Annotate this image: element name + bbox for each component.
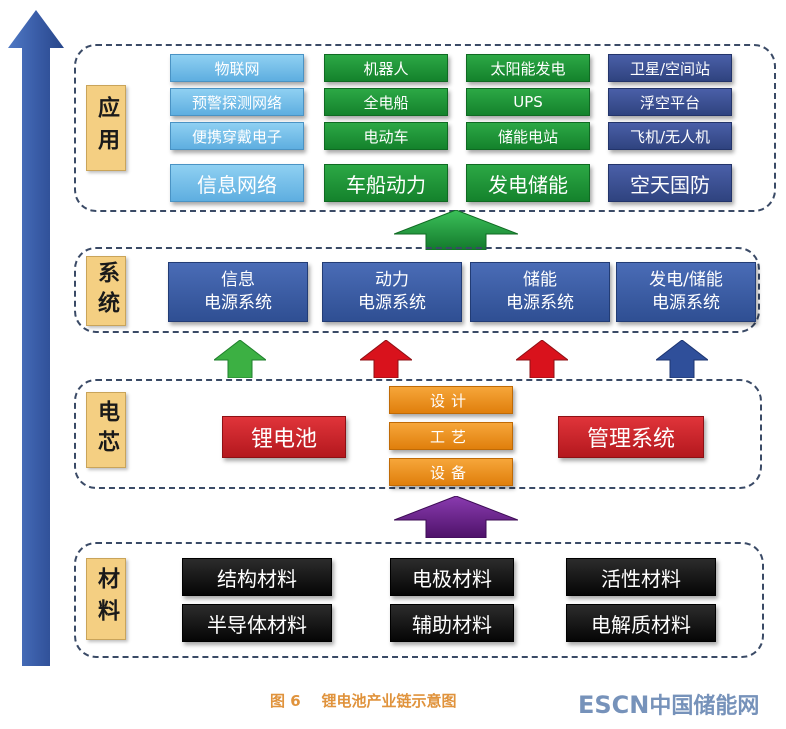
application-panel xyxy=(74,44,776,212)
electrolyte-material-box: 电解质材料 xyxy=(566,604,716,642)
app-item-aerostat: 浮空平台 xyxy=(608,88,732,116)
app-header-aerospace-defense: 空天国防 xyxy=(608,164,732,202)
active-material-box: 活性材料 xyxy=(566,558,716,596)
system-box-generation-storage: 发电/储能 电源系统 xyxy=(616,262,756,322)
app-item-robot: 机器人 xyxy=(324,54,448,82)
electrode-material-box: 电极材料 xyxy=(390,558,514,596)
system-box-info-line1: 信息 xyxy=(221,270,255,291)
system-box-generation-storage-line2: 电源系统 xyxy=(652,293,720,313)
app-item-electric-ship: 全电船 xyxy=(324,88,448,116)
app-item-storage-station: 储能电站 xyxy=(466,122,590,150)
system-box-storage-line1: 储能 xyxy=(523,270,557,291)
app-item-ev: 电动车 xyxy=(324,122,448,150)
structural-material-box: 结构材料 xyxy=(182,558,332,596)
app-item-satellite: 卫星/空间站 xyxy=(608,54,732,82)
green-up-arrow-small xyxy=(214,340,266,378)
app-item-solar: 太阳能发电 xyxy=(466,54,590,82)
system-label: 系统 xyxy=(86,256,126,326)
watermark-site: 中国储能网 xyxy=(649,694,760,719)
watermark: ESCN中国储能网 xyxy=(578,688,759,720)
material-label-text: 材料 xyxy=(94,567,120,631)
system-box-generation-storage-line1: 发电/储能 xyxy=(649,270,723,291)
cell-label: 电芯 xyxy=(86,392,126,468)
red-up-arrow-1 xyxy=(360,340,412,378)
process-box: 工艺 xyxy=(389,422,513,450)
app-item-iot: 物联网 xyxy=(170,54,304,82)
system-box-storage-line2: 电源系统 xyxy=(506,293,574,313)
equipment-box: 设备 xyxy=(389,458,513,486)
design-box: 设计 xyxy=(389,386,513,414)
app-item-wearable: 便携穿戴电子 xyxy=(170,122,304,150)
system-panel xyxy=(74,247,760,333)
blue-up-arrow xyxy=(656,340,708,378)
system-label-text: 系统 xyxy=(94,261,120,321)
watermark-brand: ESCN xyxy=(578,691,650,719)
management-system-box: 管理系统 xyxy=(558,416,704,458)
lithium-battery-box: 锂电池 xyxy=(222,416,346,458)
cell-label-text: 电芯 xyxy=(94,400,120,460)
big-up-arrow xyxy=(8,10,64,666)
app-header-vehicle-power: 车船动力 xyxy=(324,164,448,202)
green-up-arrow-large xyxy=(394,210,518,250)
application-label-text: 应用 xyxy=(94,96,120,160)
material-panel xyxy=(74,542,764,658)
application-label: 应用 xyxy=(86,85,126,171)
app-item-early-warning: 预警探测网络 xyxy=(170,88,304,116)
system-box-info-line2: 电源系统 xyxy=(204,293,272,313)
red-up-arrow-2 xyxy=(516,340,568,378)
auxiliary-material-box: 辅助材料 xyxy=(390,604,514,642)
app-item-aircraft: 飞机/无人机 xyxy=(608,122,732,150)
system-box-power-line2: 电源系统 xyxy=(358,293,426,313)
system-box-info: 信息 电源系统 xyxy=(168,262,308,322)
semiconductor-material-box: 半导体材料 xyxy=(182,604,332,642)
system-box-storage: 储能 电源系统 xyxy=(470,262,610,322)
app-header-info-network: 信息网络 xyxy=(170,164,304,202)
figure-caption: 图 6 锂电池产业链示意图 xyxy=(270,692,457,710)
system-box-power: 动力 电源系统 xyxy=(322,262,462,322)
cell-panel xyxy=(74,379,762,489)
material-label: 材料 xyxy=(86,558,126,640)
system-box-power-line1: 动力 xyxy=(375,270,409,291)
purple-up-arrow xyxy=(394,496,518,538)
app-header-power-storage: 发电储能 xyxy=(466,164,590,202)
app-item-ups: UPS xyxy=(466,88,590,116)
